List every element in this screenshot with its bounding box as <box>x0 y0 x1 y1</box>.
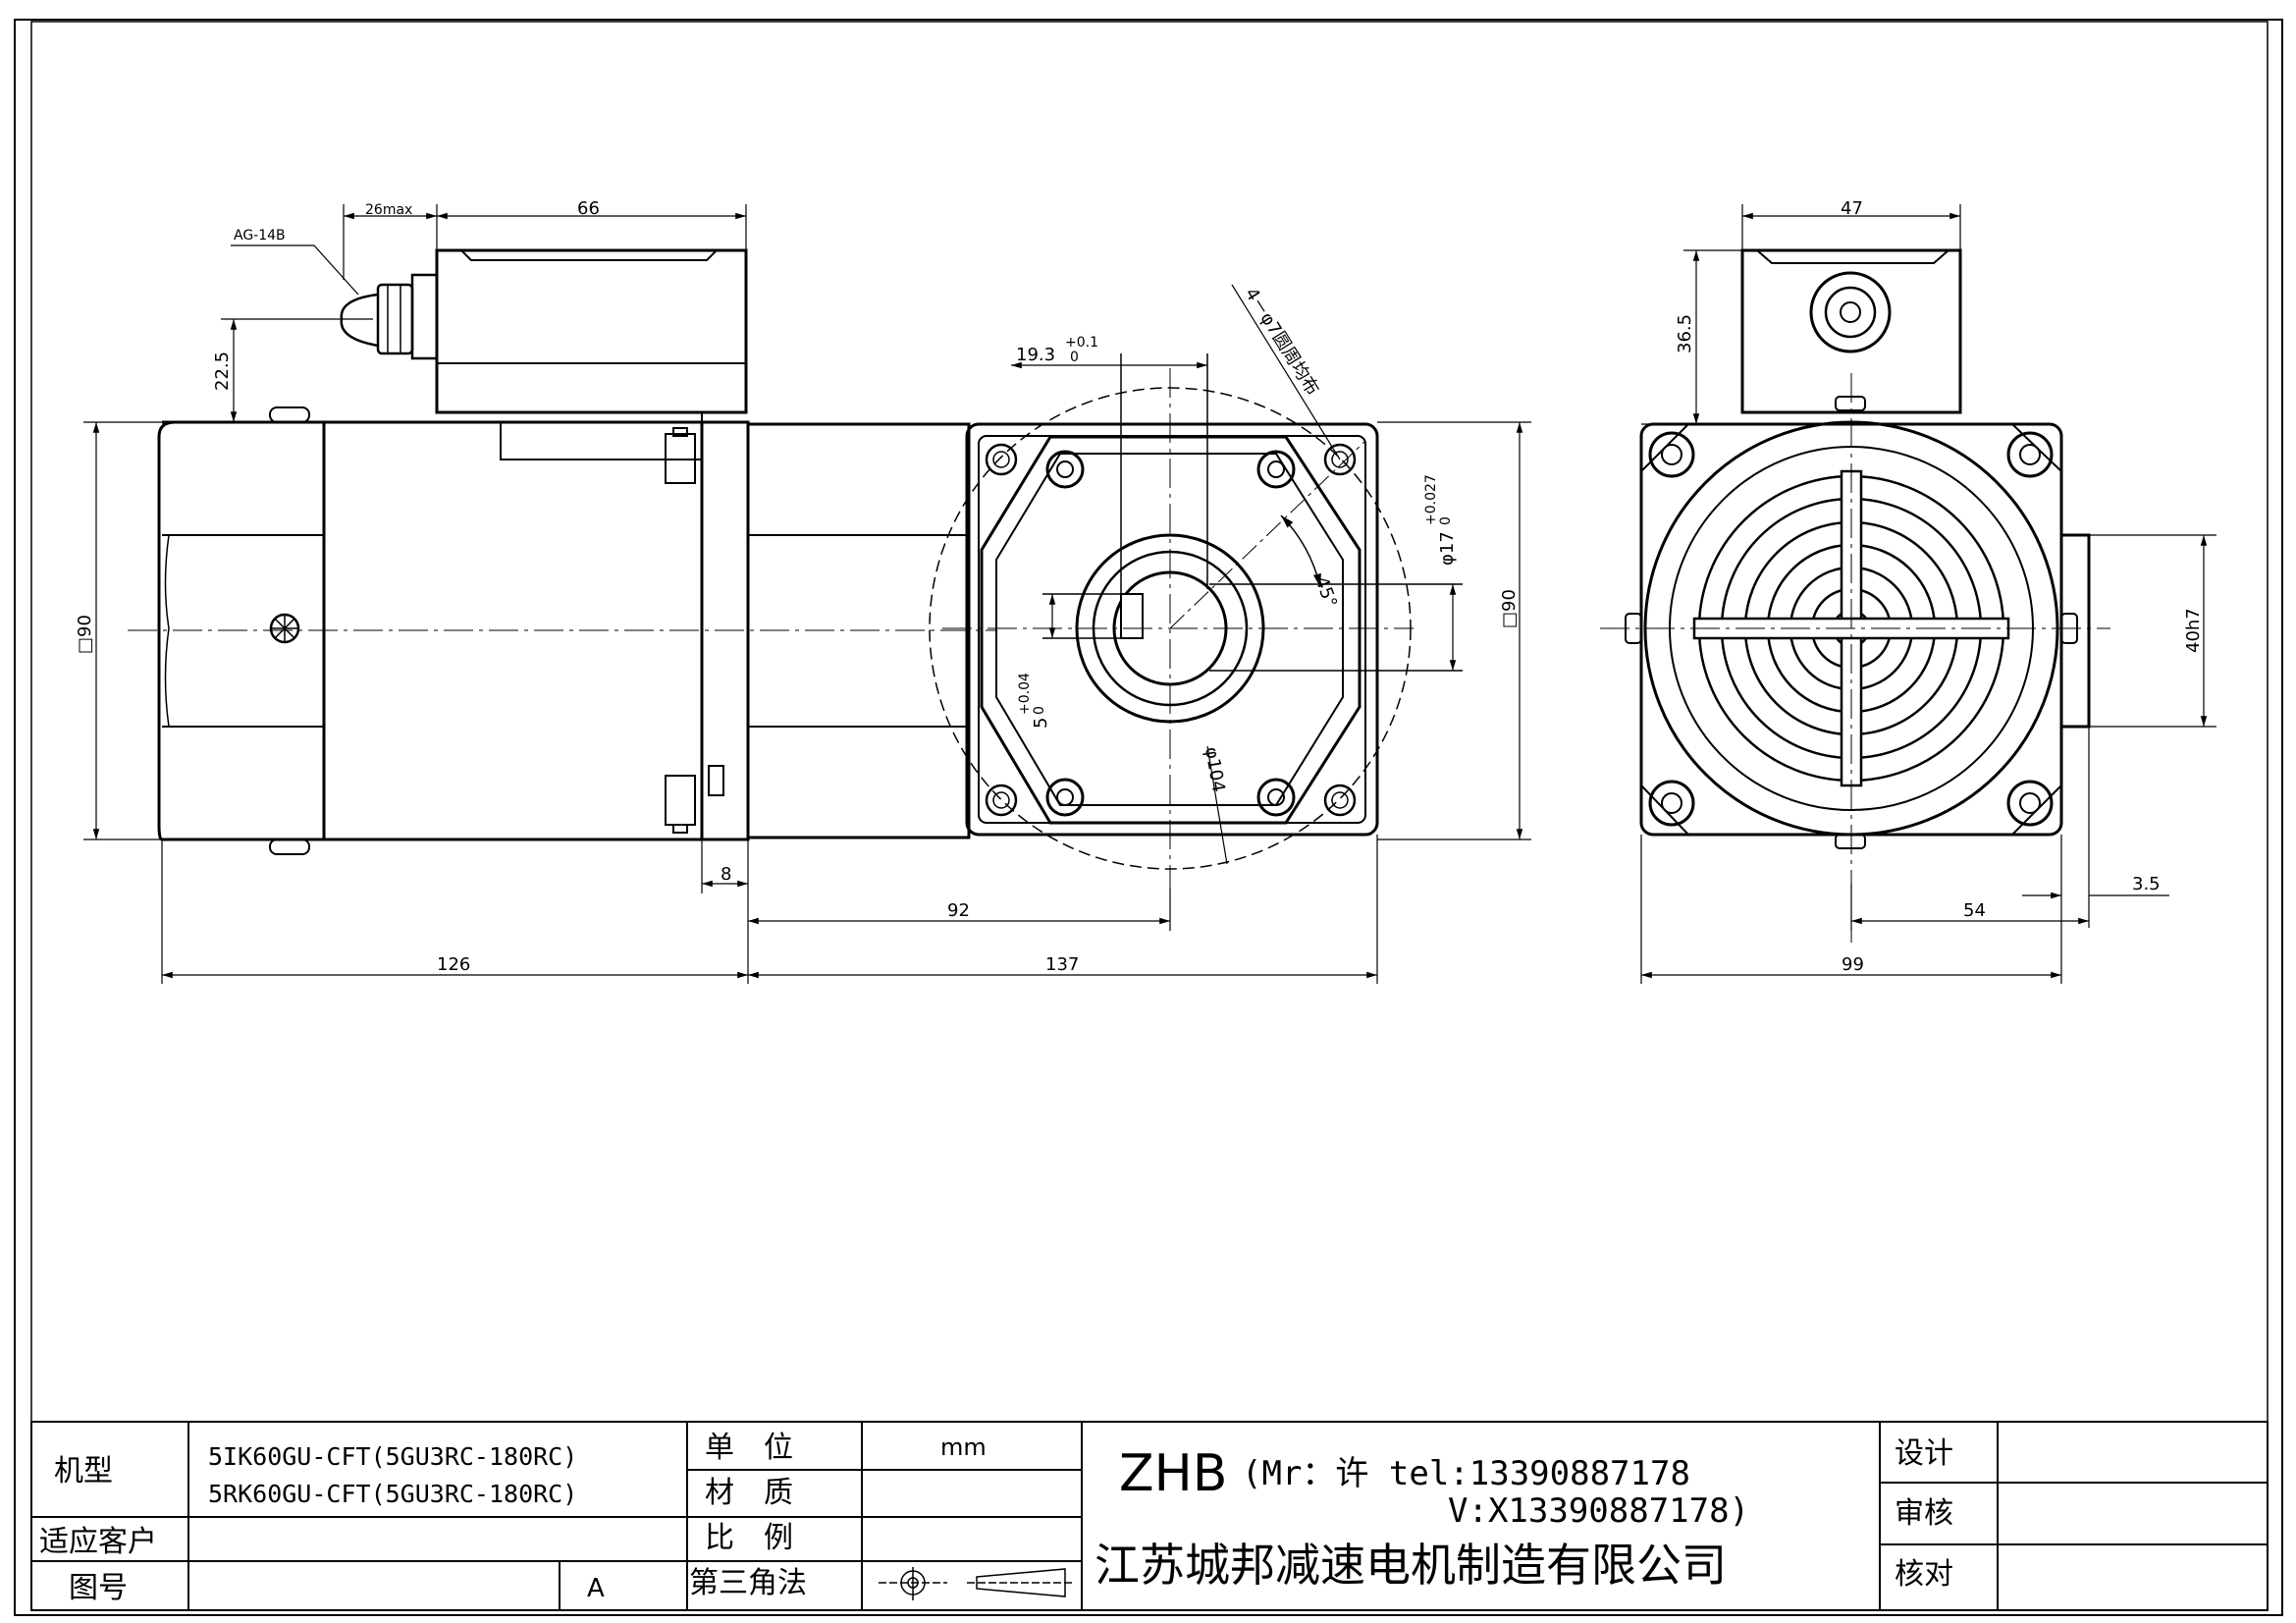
dimension-lines <box>83 204 2216 984</box>
dim-key-slot-tol-low: 0 <box>1032 706 1047 715</box>
brand: ZHB <box>1119 1444 1227 1503</box>
flange-diagonal <box>1169 441 1365 629</box>
dim-bore-tol-low: 0 <box>1438 516 1454 525</box>
dim-box-w: 47 <box>1841 198 1863 219</box>
design-label: 设计 <box>1895 1436 1953 1471</box>
dim-key-width: 19.3 <box>1016 345 1055 365</box>
dim-box-height: 22.5 <box>212 352 233 391</box>
dim-shaft-pos: 92 <box>947 900 970 921</box>
contact-line-1: (Mr：许 tel:13390887178 <box>1242 1454 1690 1493</box>
inner-frame <box>30 21 2269 1611</box>
model-line-2: 5RK60GU-CFT(5GU3RC-180RC) <box>208 1480 577 1508</box>
dim-key-width-tol: +0.1 <box>1065 335 1098 351</box>
review-label: 审核 <box>1895 1496 1953 1531</box>
revision: A <box>587 1574 605 1603</box>
dim-total-w: 99 <box>1842 954 1864 975</box>
dim-offset: 54 <box>1963 900 1986 921</box>
check-label: 核对 <box>1895 1557 1953 1592</box>
title-block-lines <box>30 1421 2269 1611</box>
dim-motor-sq: □90 <box>75 615 95 654</box>
dim-gear-sq: □90 <box>1499 589 1520 628</box>
dim-key-slot-tol: +0.04 <box>1017 673 1033 715</box>
projection-symbol <box>879 1567 1075 1600</box>
projection-label: 第三角法 <box>689 1566 807 1600</box>
angle-arc <box>1280 514 1321 588</box>
dim-key-width-tol-low: 0 <box>1070 350 1079 365</box>
dim-gland-len: 26max <box>365 202 412 218</box>
company-name: 江苏城邦减速电机制造有限公司 <box>1095 1539 1727 1592</box>
dim-bore-dia: φ17 <box>1437 531 1458 566</box>
customer-label: 适应客户 <box>39 1525 157 1559</box>
dim-key-slot: 5 <box>1031 718 1051 729</box>
flange-view <box>929 353 1463 870</box>
dim-motor-len: 126 <box>437 954 470 975</box>
material-label: 材 质 <box>705 1476 793 1510</box>
dim-gear-len: 137 <box>1045 954 1079 975</box>
side-view <box>157 248 971 855</box>
dim-flange-thk: 8 <box>721 864 731 885</box>
dim-cable-gland: AG-14B <box>234 228 286 243</box>
model-line-1: 5IK60GU-CFT(5GU3RC-180RC) <box>208 1442 577 1471</box>
dim-pilot: 40h7 <box>2183 608 2204 653</box>
dim-bore-tol: +0.027 <box>1423 474 1439 525</box>
dim-pilot-depth: 3.5 <box>2132 874 2161 894</box>
dim-box-h-side: 36.5 <box>1675 314 1695 353</box>
contact-line-2: V:X13390887178) <box>1448 1491 1749 1531</box>
unit-value: mm <box>940 1434 987 1461</box>
model-label: 机型 <box>54 1454 113 1488</box>
dim-holes: 4－φ7圆周均布 <box>1241 285 1323 400</box>
unit-label: 单 位 <box>705 1431 793 1465</box>
dim-box-len: 66 <box>577 198 600 219</box>
outer-frame <box>14 19 2283 1616</box>
drawing-no-label: 图号 <box>69 1571 128 1605</box>
scale-label: 比 例 <box>705 1521 793 1555</box>
dim-angle: 45° <box>1310 574 1341 611</box>
dim-pcd: φ104 <box>1201 745 1229 793</box>
